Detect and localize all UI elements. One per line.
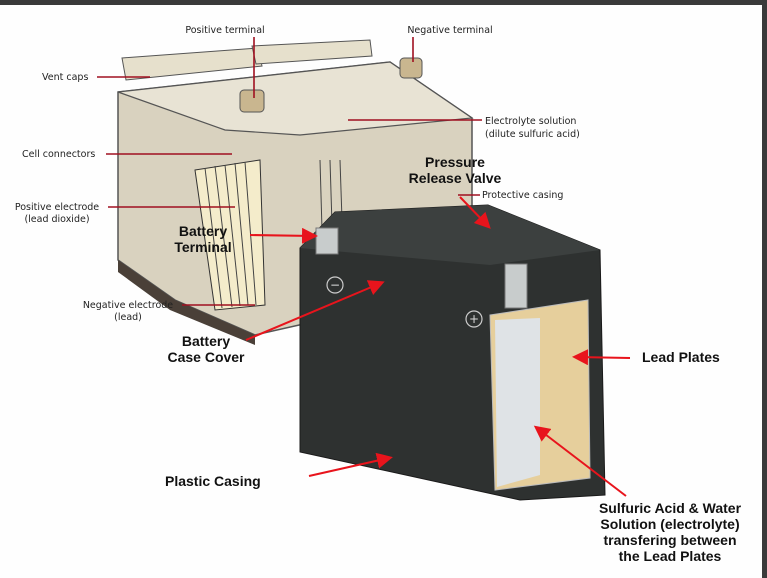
label-pressure-valve-line1: Pressure (425, 154, 485, 170)
positive-terminal-post (239, 89, 265, 113)
label-positive-terminal: Positive terminal (185, 25, 264, 36)
battery-terminal-post (315, 227, 339, 255)
vent-cap (121, 47, 263, 81)
label-protective-casing: Protective casing (482, 190, 563, 201)
label-pressure-valve-line2: Release Valve (409, 170, 502, 186)
arrow-lead-plates (572, 349, 631, 366)
label-plastic-casing: Plastic Casing (165, 473, 261, 489)
label-vent-caps: Vent caps (42, 72, 88, 83)
label-positive-electrode-line1: Positive electrode (15, 202, 99, 213)
label-negative-electrode-line1: Negative electrode (83, 300, 173, 311)
label-battery-terminal-line1: Battery (179, 223, 227, 239)
leader-lines (97, 37, 482, 306)
right-border (762, 0, 767, 578)
label-sulfuric-line4: the Lead Plates (619, 548, 722, 564)
label-sulfuric-line2: Solution (electrolyte) (600, 516, 739, 532)
label-cell-connectors: Cell connectors (22, 149, 95, 160)
negative-symbol: − (330, 278, 340, 292)
label-case-cover-line2: Case Cover (167, 349, 245, 365)
label-sulfuric-line1: Sulfuric Acid & Water (599, 500, 742, 516)
vent-cap (251, 39, 373, 65)
arrow-electrolyte (533, 425, 627, 497)
label-lead-plates: Lead Plates (642, 349, 720, 365)
arrow-pressure-valve (459, 196, 491, 229)
positive-symbol-icon (465, 310, 483, 328)
label-electrolyte-line1: Electrolyte solution (485, 116, 576, 127)
label-negative-electrode-line2: (lead) (114, 312, 142, 323)
arrow-battery-terminal (249, 227, 318, 244)
positive-symbol: + (469, 312, 479, 326)
label-electrolyte-line2: (dilute sulfuric acid) (485, 129, 580, 140)
arrow-plastic-casing (308, 452, 393, 477)
red-arrows (245, 196, 631, 497)
negative-symbol-icon (326, 276, 344, 294)
label-positive-electrode-line2: (lead dioxide) (24, 214, 89, 225)
label-negative-terminal: Negative terminal (407, 25, 492, 36)
battery-terminal-post (504, 263, 528, 309)
lead-acid-battery-cutaway (117, 39, 474, 345)
label-battery-terminal-line2: Terminal (174, 239, 231, 255)
arrow-case-cover (245, 280, 385, 341)
label-sulfuric-line3: transfering between (603, 532, 736, 548)
sealed-battery: − + (299, 204, 606, 501)
label-case-cover-line1: Battery (182, 333, 230, 349)
negative-terminal-post (399, 57, 423, 79)
top-border (0, 0, 767, 5)
